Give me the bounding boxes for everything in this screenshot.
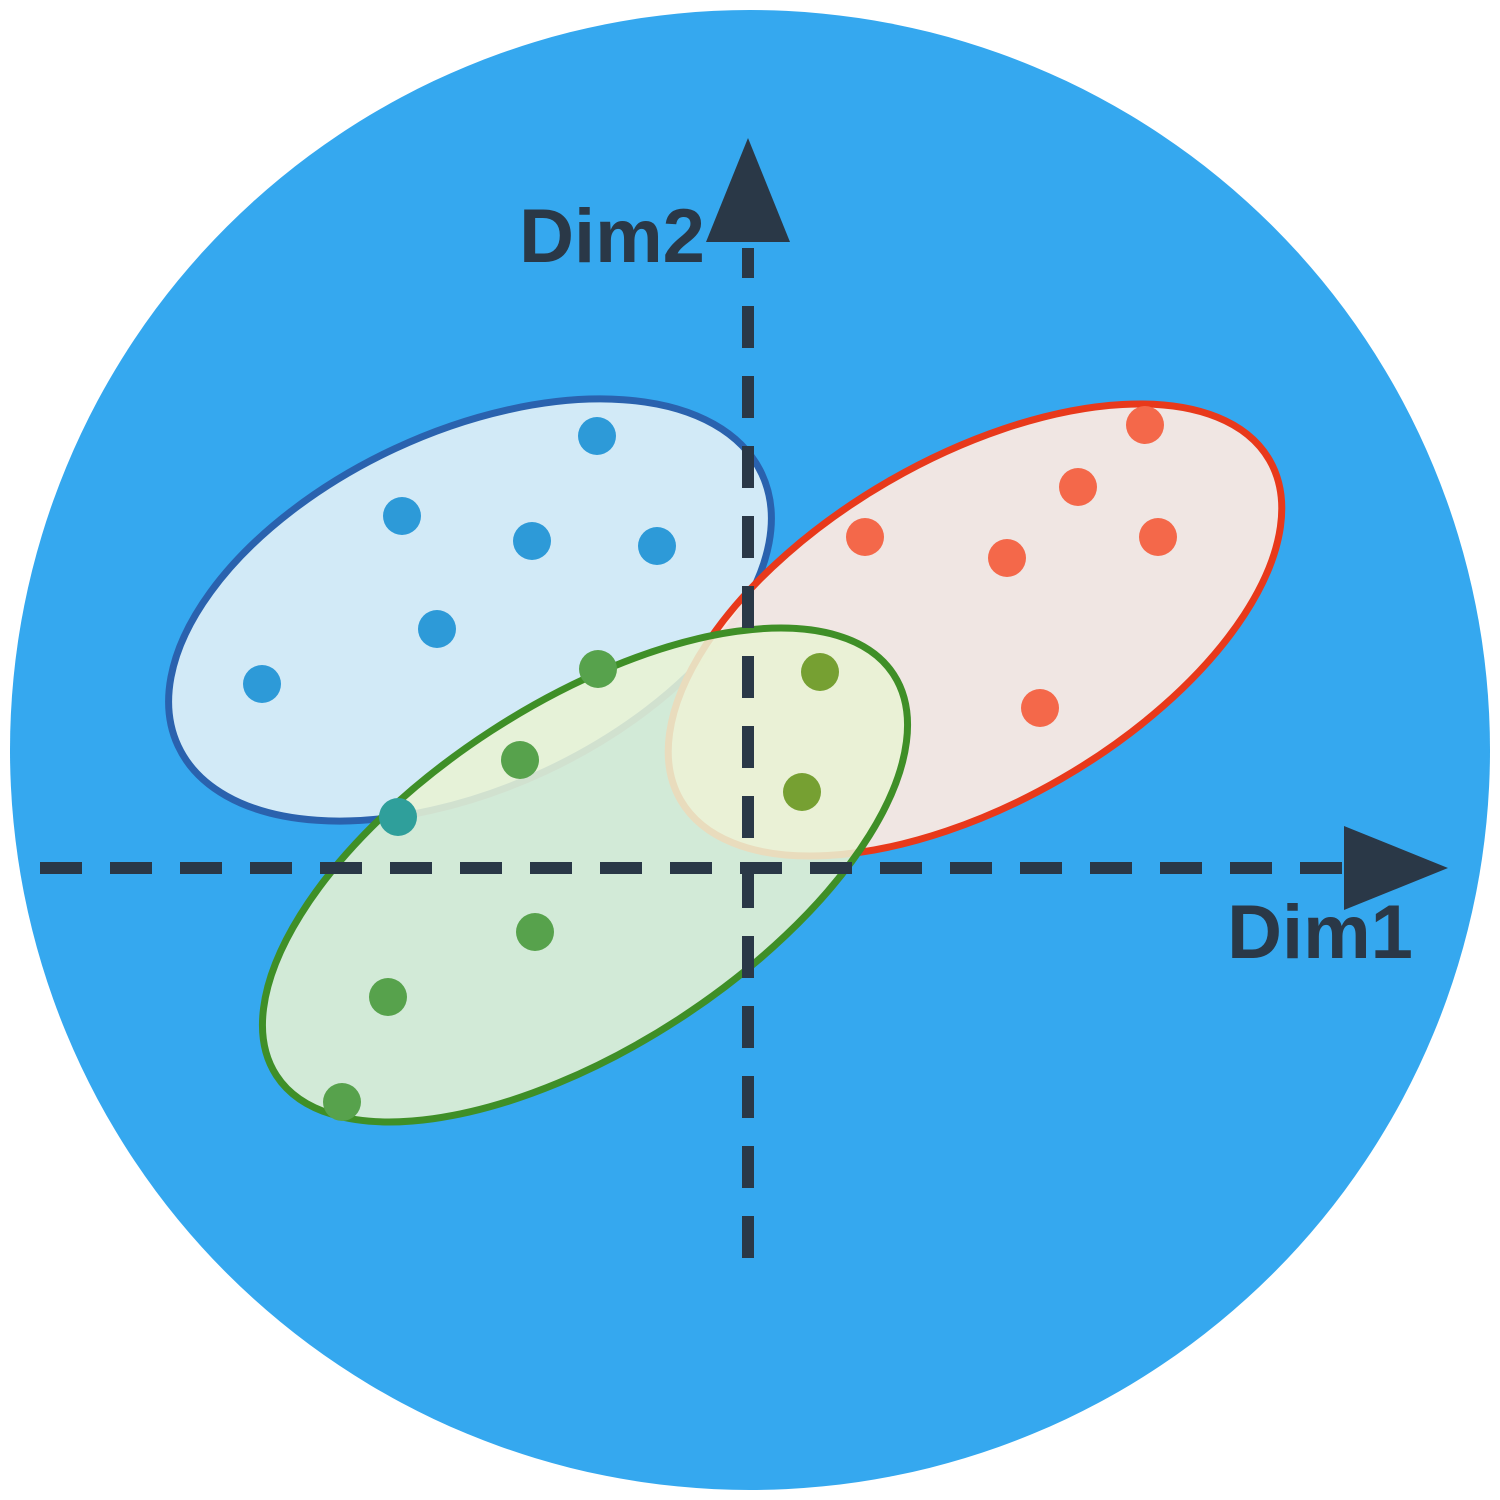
y-axis-arrowhead (706, 138, 790, 242)
point-red (846, 518, 884, 556)
point-blue (513, 522, 551, 560)
point-red (988, 539, 1026, 577)
point-blue (578, 417, 616, 455)
point-blue (243, 665, 281, 703)
point-green (323, 1083, 361, 1121)
point-green (783, 773, 821, 811)
axes-layer: Dim1 Dim2 (40, 138, 1448, 1258)
point-blue (638, 527, 676, 565)
x-axis-label: Dim1 (1227, 890, 1413, 975)
y-axis-label: Dim2 (519, 194, 705, 279)
point-blue (418, 610, 456, 648)
point-red (1059, 468, 1097, 506)
point-green (801, 653, 839, 691)
clusters-layer (165, 395, 1286, 1126)
point-blue (383, 497, 421, 535)
point-red (1126, 406, 1164, 444)
point-red (1021, 689, 1059, 727)
point-green (379, 798, 417, 836)
point-green (501, 741, 539, 779)
point-green (579, 650, 617, 688)
point-green (369, 978, 407, 1016)
x-axis-arrowhead (1344, 826, 1448, 910)
point-green (516, 913, 554, 951)
point-red (1139, 518, 1177, 556)
